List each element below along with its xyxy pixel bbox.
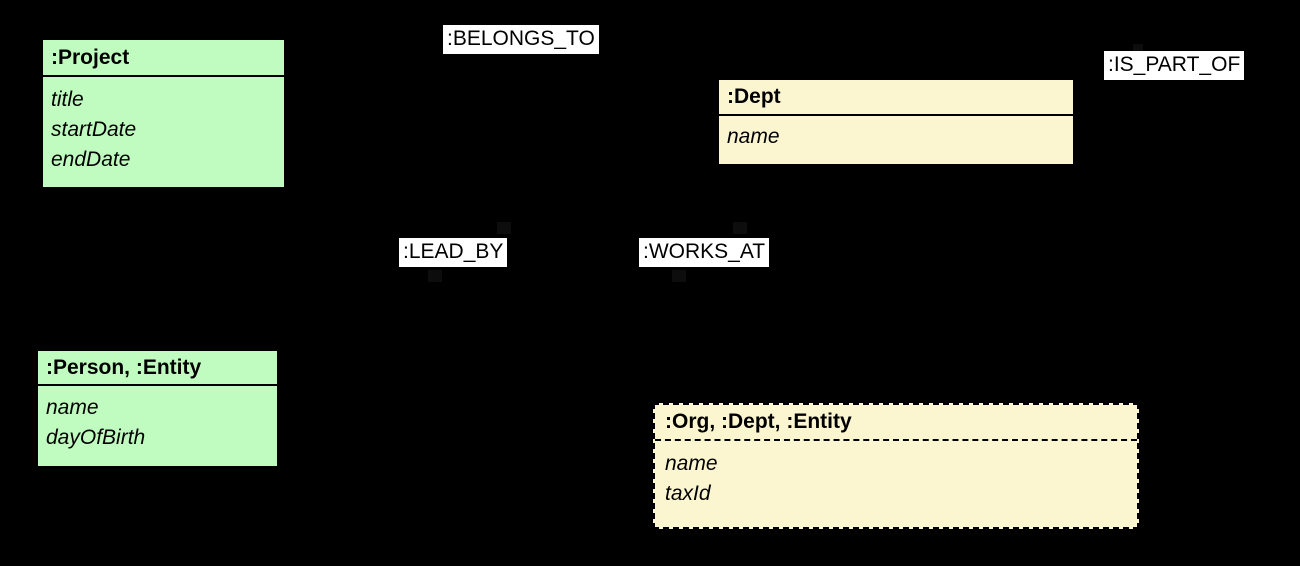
property-item: endDate bbox=[51, 148, 131, 171]
node-person-title: :Person, :Entity bbox=[46, 355, 202, 379]
property-item: name bbox=[665, 452, 718, 475]
property-item: title bbox=[51, 88, 84, 111]
node-project[interactable]: :Project title startDate endDate bbox=[41, 38, 286, 189]
connector-remnant-works-at-top bbox=[733, 222, 747, 234]
node-dept[interactable]: :Dept name bbox=[717, 78, 1075, 166]
node-person[interactable]: :Person, :Entity name dayOfBirth bbox=[36, 349, 279, 468]
relationship-label-text: :WORKS_AT bbox=[643, 240, 766, 263]
connector-remnant-is-part-of bbox=[1133, 44, 1143, 52]
node-person-header: :Person, :Entity bbox=[38, 351, 277, 386]
connector-remnant-lead-by-top bbox=[497, 222, 511, 234]
relationship-label-text: :IS_PART_OF bbox=[1108, 53, 1241, 76]
connector-remnant-lead-by-bottom bbox=[428, 270, 442, 282]
node-project-header: :Project bbox=[43, 40, 284, 77]
node-dept-header: :Dept bbox=[719, 80, 1073, 116]
relationship-label-lead-by[interactable]: :LEAD_BY bbox=[399, 238, 508, 268]
node-dept-title: :Dept bbox=[727, 85, 781, 108]
property-item: startDate bbox=[51, 118, 137, 141]
property-item: name bbox=[727, 125, 780, 148]
relationship-label-works-at[interactable]: :WORKS_AT bbox=[639, 238, 770, 268]
property-item: name bbox=[46, 396, 99, 419]
property-item: taxId bbox=[665, 482, 711, 505]
node-project-properties: title startDate endDate bbox=[43, 77, 284, 187]
relationship-label-text: :BELONGS_TO bbox=[447, 27, 595, 50]
node-org-title: :Org, :Dept, :Entity bbox=[665, 410, 852, 433]
node-dept-properties: name bbox=[719, 116, 1073, 164]
connector-remnant-works-at-bottom bbox=[672, 270, 686, 282]
relationship-label-text: :LEAD_BY bbox=[403, 240, 504, 263]
relationship-label-belongs-to[interactable]: :BELONGS_TO bbox=[443, 25, 599, 55]
relationship-label-is-part-of[interactable]: :IS_PART_OF bbox=[1104, 51, 1245, 81]
property-item: dayOfBirth bbox=[46, 426, 146, 449]
node-org-header: :Org, :Dept, :Entity bbox=[655, 405, 1137, 441]
node-org[interactable]: :Org, :Dept, :Entity name taxId bbox=[653, 403, 1139, 529]
node-project-title: :Project bbox=[51, 45, 130, 69]
node-person-properties: name dayOfBirth bbox=[38, 386, 277, 466]
node-org-properties: name taxId bbox=[655, 441, 1137, 527]
